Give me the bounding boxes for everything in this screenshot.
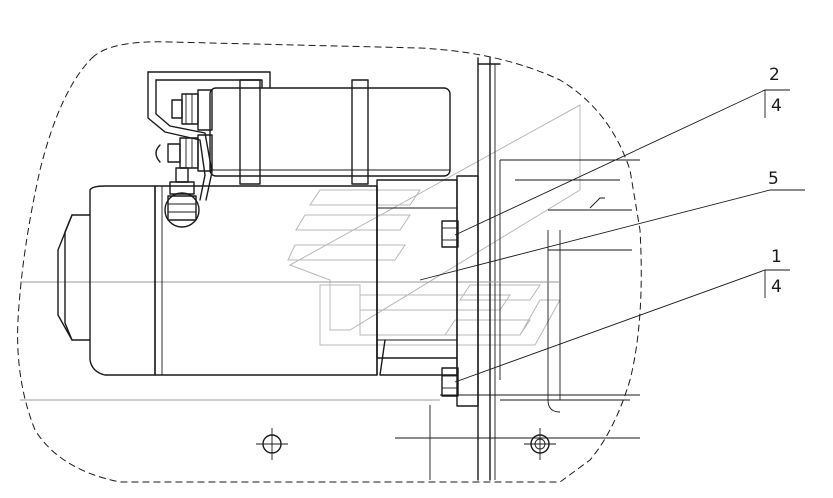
locating-hole-right xyxy=(524,428,556,460)
field-terminal xyxy=(164,167,200,228)
mounting-area-outline xyxy=(17,41,642,483)
callout-middle-label: 5 xyxy=(768,169,779,189)
solenoid xyxy=(197,79,451,185)
callout-bottom-numerator: 1 xyxy=(771,247,782,267)
callout-top: 2 4 xyxy=(769,65,782,116)
callout-bottom: 1 4 xyxy=(771,247,782,297)
engine-frame xyxy=(395,57,640,481)
cable-bracket xyxy=(147,71,271,201)
callout-middle: 5 xyxy=(768,169,779,189)
locating-hole-left xyxy=(256,428,288,460)
watermark-logo xyxy=(287,104,581,346)
mounting-bolt-bottom xyxy=(441,367,459,397)
mounting-bolt-top xyxy=(441,220,459,248)
callout-bottom-denominator: 4 xyxy=(771,277,782,297)
starter-motor xyxy=(57,175,479,407)
leader-lines xyxy=(419,89,805,383)
callout-top-denominator: 4 xyxy=(771,96,782,116)
callout-top-numerator: 2 xyxy=(769,65,780,85)
